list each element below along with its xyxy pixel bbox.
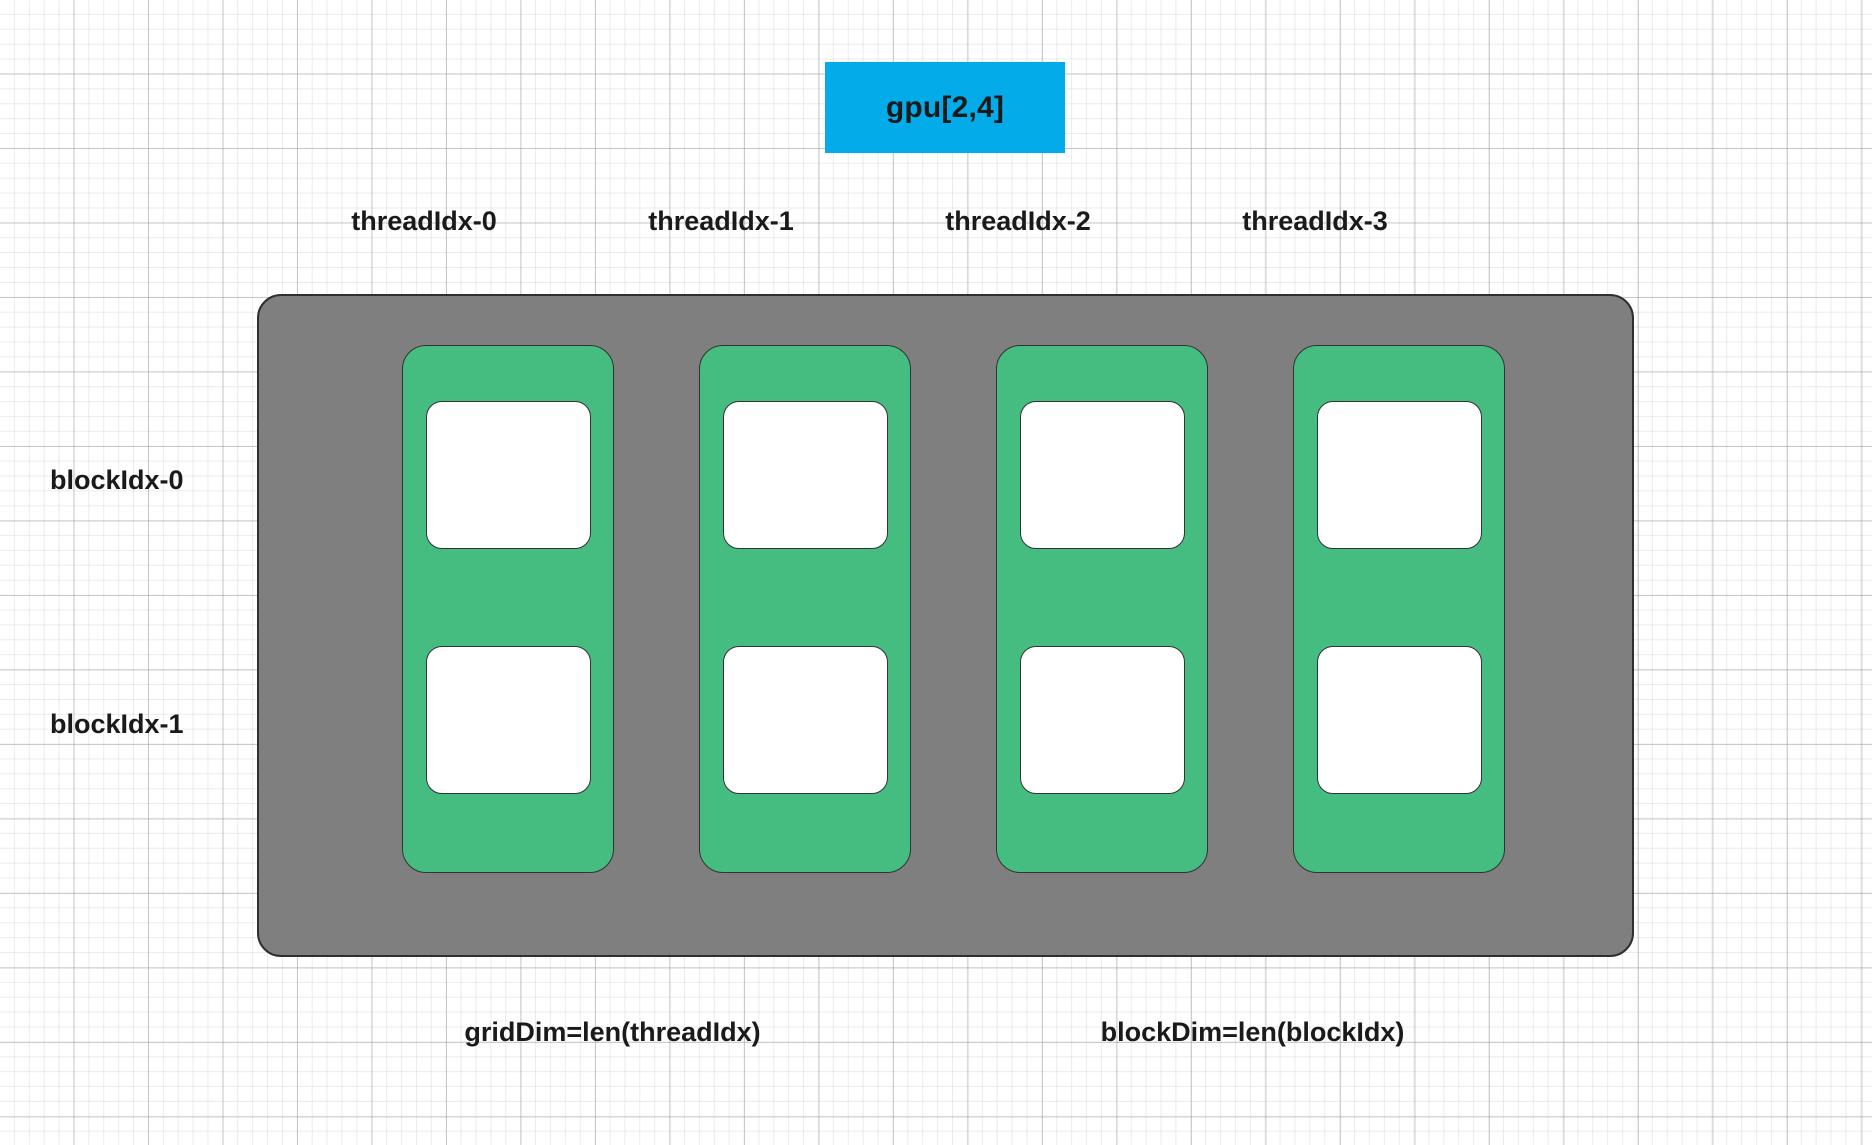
block-cell-b0-t3 <box>1317 401 1482 549</box>
thread-column-1 <box>699 345 911 873</box>
gpu-title-box: gpu[2,4] <box>825 62 1065 153</box>
thread-column-header-1: threadIdx-1 <box>648 206 794 236</box>
block-cell-b0-t0 <box>426 401 591 549</box>
block-cell-b1-t1 <box>723 646 888 794</box>
block-cell-b1-t2 <box>1020 646 1185 794</box>
block-row-label-0: blockIdx-0 <box>50 465 184 495</box>
block-cell-b1-t3 <box>1317 646 1482 794</box>
thread-column-header-2: threadIdx-2 <box>945 206 1091 236</box>
gpu-title-label: gpu[2,4] <box>885 90 1005 124</box>
thread-column-header-3: threadIdx-3 <box>1242 206 1388 236</box>
thread-column-0 <box>402 345 614 873</box>
thread-column-header-0: threadIdx-0 <box>351 206 497 236</box>
caption-grid-dim: gridDim=len(threadIdx) <box>464 1017 761 1047</box>
caption-block-dim: blockDim=len(blockIdx) <box>1100 1017 1405 1047</box>
block-cell-b0-t2 <box>1020 401 1185 549</box>
gpu-container <box>257 294 1634 957</box>
block-cell-b1-t0 <box>426 646 591 794</box>
thread-column-2 <box>996 345 1208 873</box>
thread-column-3 <box>1293 345 1505 873</box>
block-cell-b0-t1 <box>723 401 888 549</box>
block-row-label-1: blockIdx-1 <box>50 709 184 739</box>
